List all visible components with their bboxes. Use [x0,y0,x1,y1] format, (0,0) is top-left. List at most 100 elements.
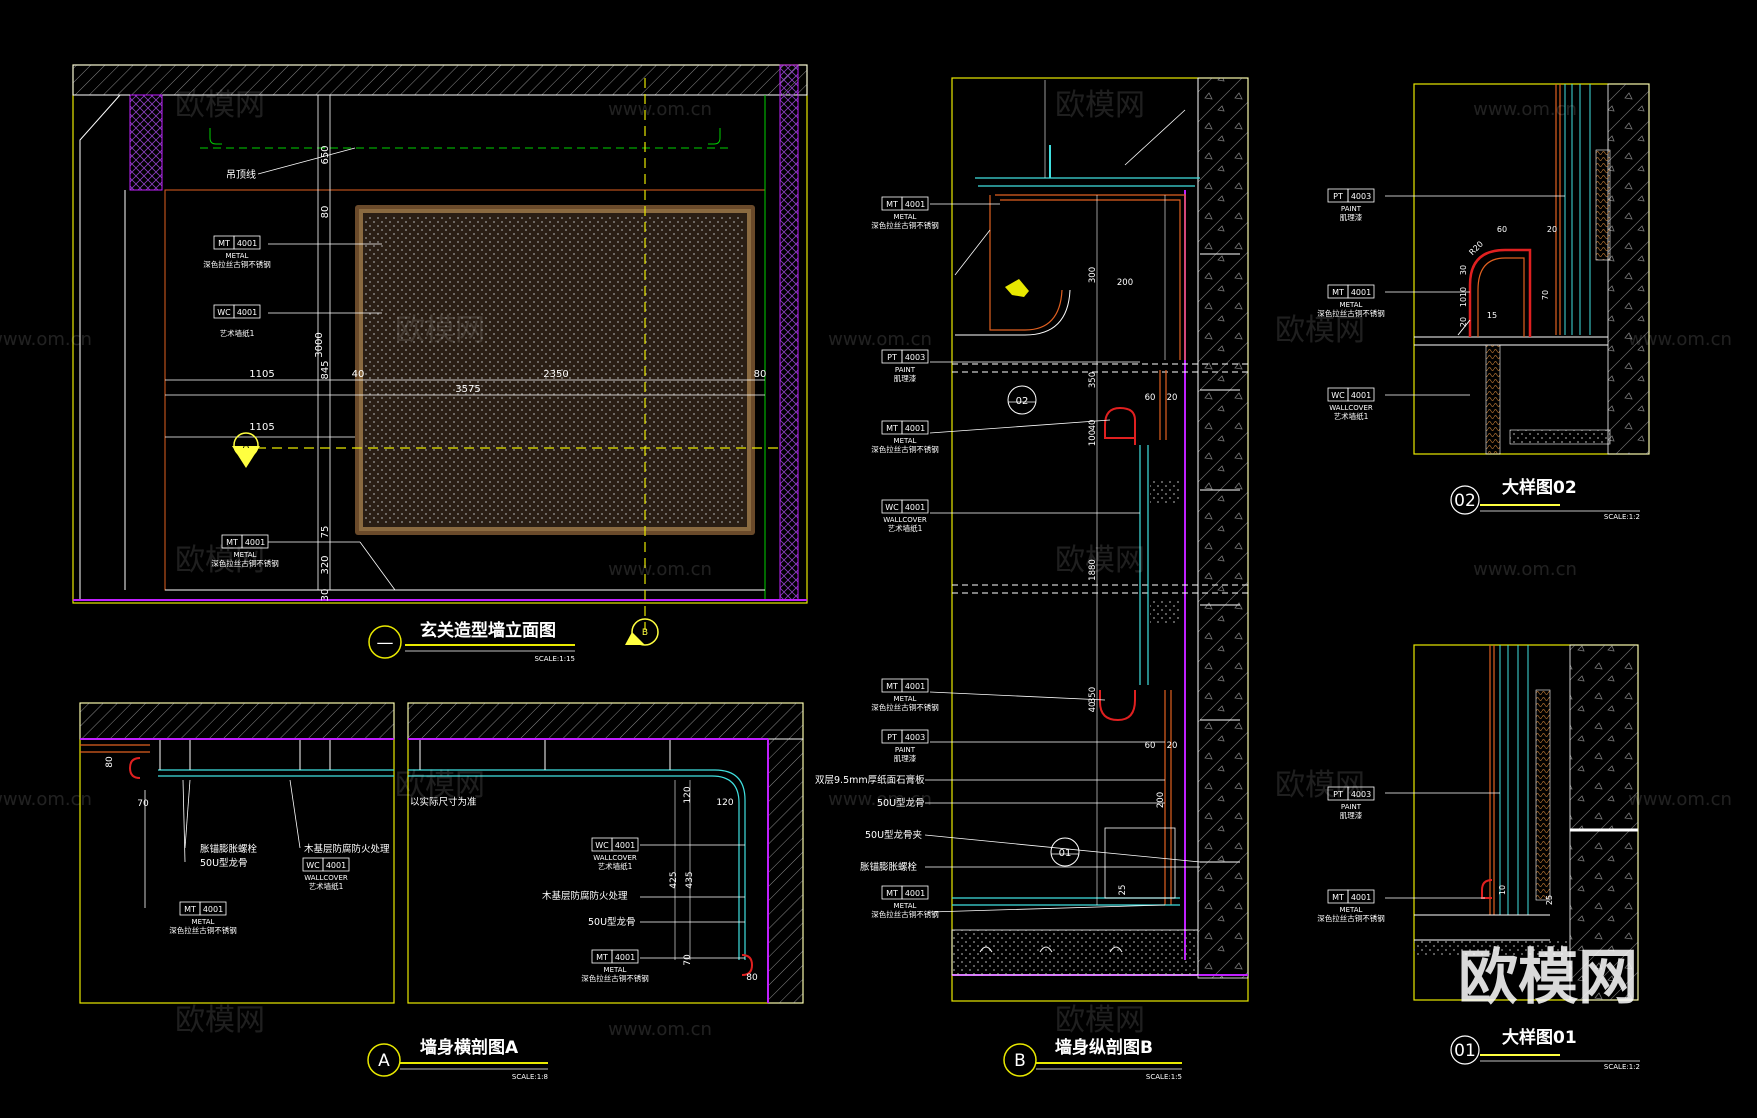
dimension-value: 320 [320,555,331,574]
tag-code: WC [306,861,320,870]
tag-number: 4001 [905,503,925,512]
tag-code: MT [226,538,238,547]
dimension-value: 60 [1497,225,1507,234]
dimension-value: 350 [1088,372,1098,388]
tag-num-box [1347,284,1375,299]
tag-material-en: METAL [1340,906,1363,914]
tag-num-box [901,729,929,744]
tag-num-box [199,901,227,916]
view-titles: —玄关造型墙立面图SCALE:1:15A墙身横剖图ASCALE:1:8B墙身纵剖… [367,477,1640,1081]
tag-material-en: METAL [1340,301,1363,309]
tag-code: MT [184,905,196,914]
watermark-logo: 欧模网 [1458,943,1638,1013]
tag-code: MT [886,682,898,691]
tag-number: 4001 [905,200,925,209]
dimension-value: 10 [1459,287,1468,297]
tag-num-box [1347,387,1375,402]
tag-num-box [901,678,929,693]
tag-material-cn: 深色拉丝古铜不锈钢 [871,702,939,712]
watermark-cn: 欧模网 [395,313,485,348]
title-badge: 02 [1454,491,1476,511]
tag-material-en: PAINT [895,366,916,374]
dimension-value: 425 [669,871,679,888]
view-scale: SCALE:1:2 [1604,513,1640,521]
watermark-cn: 欧模网 [1055,543,1145,578]
watermark-cn: 欧模网 [1275,768,1365,803]
title-badge-circle [367,1043,401,1077]
title-badge: — [377,633,394,653]
watermark-cn: 欧模网 [1275,313,1365,348]
tag-code: MT [596,953,608,962]
view-scale: SCALE:1:8 [512,1073,548,1081]
tag-material-en: METAL [192,918,215,926]
detail-callout-01: 01 [1059,848,1072,859]
tag-material-cn: 深色拉丝古铜不锈钢 [169,925,237,935]
dimension-value: 20 [1459,317,1468,327]
tag-code: PT [887,353,897,362]
tag-num-box [233,304,261,319]
tag-material-en: METAL [894,213,917,221]
annotation-label: 50U型龙骨 [588,916,636,928]
dimension-value: 25 [1545,895,1554,905]
tag-material-en: WALLCOVER [883,516,927,524]
tag-material-cn: 深色拉丝古铜不锈钢 [203,259,271,269]
tag-material-cn: 肌理漆 [894,373,917,383]
dimension-value: 350 [1088,687,1098,703]
dimension-value: 40 [1088,702,1098,713]
detail-callout-02: 02 [1016,396,1029,407]
tag-number: 4001 [615,841,635,850]
dimension-value: 25 [1118,885,1128,896]
title-badge: 01 [1454,1041,1476,1061]
dimension-value: 80 [746,973,758,983]
watermark-cn: 欧模网 [175,543,265,578]
dimension-value: 60 [1145,741,1156,751]
section-a-view [79,702,804,1004]
annotation-label: 50U型龙骨夹 [865,829,923,841]
view-title: 大样图02 [1502,477,1577,498]
tag-number: 4001 [1351,288,1371,297]
tag-code: MT [886,200,898,209]
tag-num-box [611,949,639,964]
tag-code: WC [885,503,899,512]
dimension-value: 70 [683,954,693,966]
tag-material-en: METAL [234,551,257,559]
dimension-value: 20 [1547,225,1557,234]
tag-material-cn: 艺术墙纸1 [309,881,344,891]
dimension-value: 2350 [543,369,568,380]
tag-code: MT [886,424,898,433]
tag-num-box [901,885,929,900]
elevation-view [72,64,808,646]
view-scale: SCALE:1:15 [534,655,575,663]
annotation-label: 木基层防腐防火处理 [542,890,628,902]
dimension-value: 80 [105,756,115,768]
tag-num-box [1347,889,1375,904]
tag-material-cn: 艺术墙纸1 [220,328,255,338]
tag-material-cn: 艺术墙纸1 [598,861,633,871]
dimension-value: 3575 [455,384,480,395]
watermark-url: www.om.cn [828,329,932,350]
tag-code: MT [886,889,898,898]
dimension-value: 70 [137,799,149,809]
tag-num-box [901,499,929,514]
watermark-cn: 欧模网 [395,768,485,803]
tag-number: 4001 [203,905,223,914]
view-scale: SCALE:1:5 [1146,1073,1182,1081]
watermark-url: www.om.cn [1473,99,1577,120]
tag-material-en: PAINT [1341,205,1362,213]
tag-num-box [1347,188,1375,203]
tag-number: 4001 [245,538,265,547]
watermark-url: www.om.cn [1628,329,1732,350]
section-b-view [924,77,1249,1002]
dimension-value: 845 [320,360,331,379]
dimension-value: 60 [1145,393,1156,403]
annotation-labels: 吊顶线胀锚膨胀螺栓50U型龙骨木基层防腐防火处理木基层防腐防火处理50U型龙骨以… [200,168,1071,928]
watermark-url: www.om.cn [1628,789,1732,810]
view-title: 玄关造型墙立面图 [420,620,556,641]
